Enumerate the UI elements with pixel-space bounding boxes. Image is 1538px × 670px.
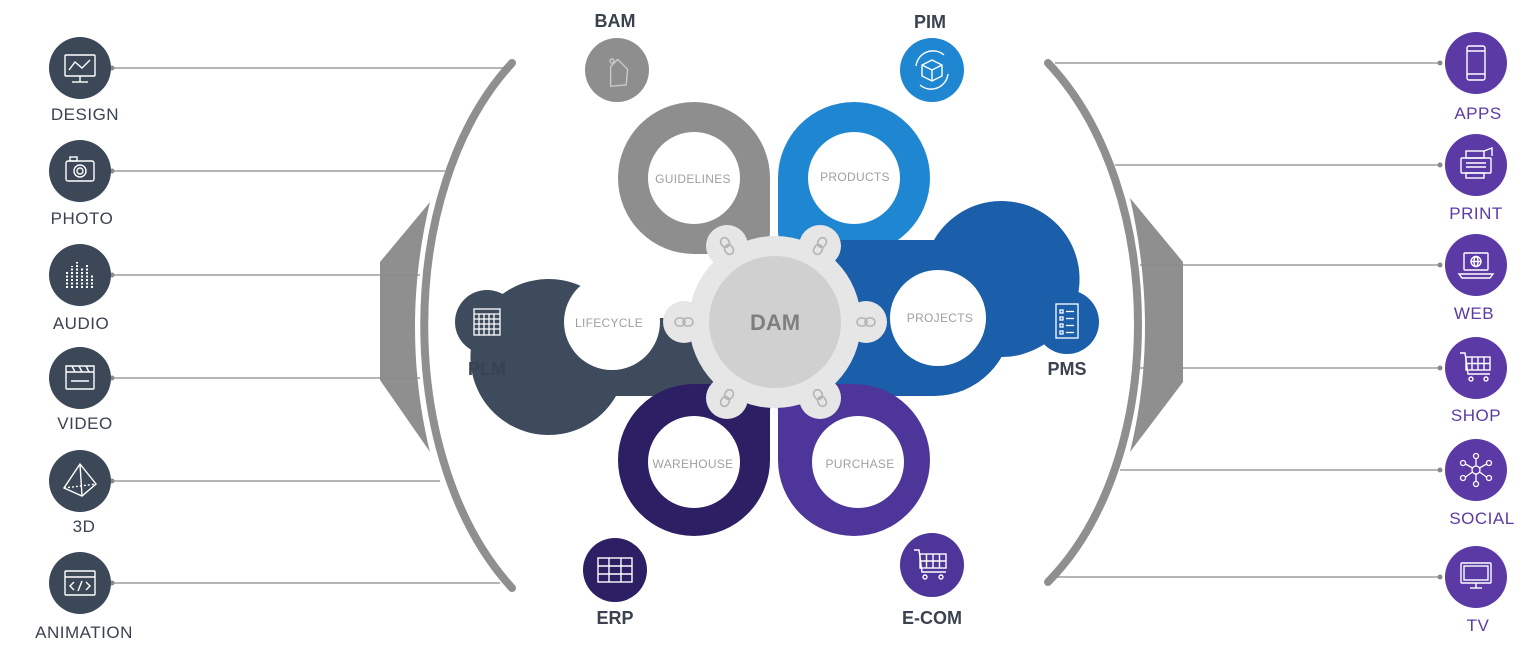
tag-icon <box>609 58 629 88</box>
tv-icon <box>1460 562 1492 589</box>
calendar-grid-icon <box>473 308 501 336</box>
left-connectors <box>112 67 508 584</box>
link-icon <box>719 388 735 408</box>
printer-icon <box>1460 146 1493 179</box>
system-plm: PLM <box>455 290 519 379</box>
left-output-animation: ANIMATION <box>35 552 133 642</box>
petal-lifecycle: LIFECYCLE <box>470 274 716 436</box>
monitor-design-icon <box>64 54 96 83</box>
cube-cycle-icon <box>915 50 949 90</box>
output-label: 3D <box>73 517 96 536</box>
petal-label: PROJECTS <box>907 311 973 325</box>
hub-link-knobs <box>663 225 887 419</box>
checklist-icon <box>1055 303 1079 339</box>
equalizer-icon <box>66 262 93 288</box>
shopping-cart-icon <box>1460 352 1491 382</box>
table-grid-icon <box>597 557 633 583</box>
right-output-print: PRINT <box>1445 134 1507 223</box>
right-bracket <box>1044 59 1183 586</box>
link-icon <box>856 317 876 327</box>
link-icon <box>812 388 828 408</box>
right-connectors <box>1055 62 1440 578</box>
output-label: ANIMATION <box>35 623 133 642</box>
output-label: WEB <box>1454 304 1494 323</box>
laptop-web-icon <box>1457 252 1495 279</box>
output-label: SHOP <box>1451 406 1501 425</box>
output-label: TV <box>1467 616 1490 635</box>
right-output-tv: TV <box>1445 546 1507 635</box>
system-label: PLM <box>468 359 506 379</box>
output-label: AUDIO <box>53 314 109 333</box>
output-label: APPS <box>1454 104 1501 123</box>
petal-label: LIFECYCLE <box>575 316 643 330</box>
system-label: BAM <box>595 11 636 31</box>
camera-icon <box>65 156 95 182</box>
shopping-cart-icon <box>914 549 947 580</box>
system-label: ERP <box>596 608 633 628</box>
petal-label: GUIDELINES <box>655 172 731 186</box>
right-output-shop: SHOP <box>1445 337 1507 425</box>
link-icon <box>812 236 828 256</box>
left-output-audio: AUDIO <box>49 244 111 333</box>
right-output-web: WEB <box>1445 234 1507 323</box>
left-bracket <box>380 59 516 592</box>
petal-guidelines: GUIDELINES <box>618 102 770 254</box>
output-label: PHOTO <box>51 209 114 228</box>
right-output-apps: APPS <box>1445 32 1507 123</box>
petal-label: PURCHASE <box>825 457 894 471</box>
petal-projects: PROJECTS <box>828 201 1080 396</box>
left-connector-dots <box>109 65 115 586</box>
left-output-photo: PHOTO <box>49 140 113 228</box>
system-label: PIM <box>914 12 946 32</box>
system-ecom: E-COM <box>900 533 964 628</box>
output-label: SOCIAL <box>1449 509 1514 528</box>
system-label: E-COM <box>902 608 962 628</box>
left-output-video: VIDEO <box>49 347 112 433</box>
code-window-icon <box>64 570 96 596</box>
left-output-design: DESIGN <box>49 37 119 124</box>
petal-products: PRODUCTS <box>778 102 930 254</box>
system-pim: PIM <box>900 12 964 102</box>
petal-purchase: PURCHASE <box>777 383 930 536</box>
social-network-icon <box>1459 452 1493 488</box>
output-label: PRINT <box>1449 204 1503 223</box>
left-output-3d: 3D <box>49 450 111 536</box>
system-bam: BAM <box>585 11 649 102</box>
petal-label: WAREHOUSE <box>653 457 734 471</box>
system-label: PMS <box>1047 359 1086 379</box>
pyramid-icon <box>62 462 97 497</box>
center-hub: DAM <box>663 225 887 419</box>
link-icon <box>674 317 694 327</box>
petal-warehouse: WAREHOUSE <box>618 383 771 536</box>
right-output-social: SOCIAL <box>1445 439 1514 528</box>
link-icons <box>674 236 876 408</box>
output-label: DESIGN <box>51 105 119 124</box>
right-connector-dots <box>1437 60 1443 580</box>
system-pms: PMS <box>1035 290 1099 379</box>
clapperboard-icon <box>65 365 95 390</box>
output-label: VIDEO <box>57 414 112 433</box>
system-erp: ERP <box>583 538 647 628</box>
center-label: DAM <box>750 310 800 335</box>
petal-label: PRODUCTS <box>820 170 890 184</box>
smartphone-icon <box>1466 45 1486 81</box>
link-icon <box>719 236 735 256</box>
